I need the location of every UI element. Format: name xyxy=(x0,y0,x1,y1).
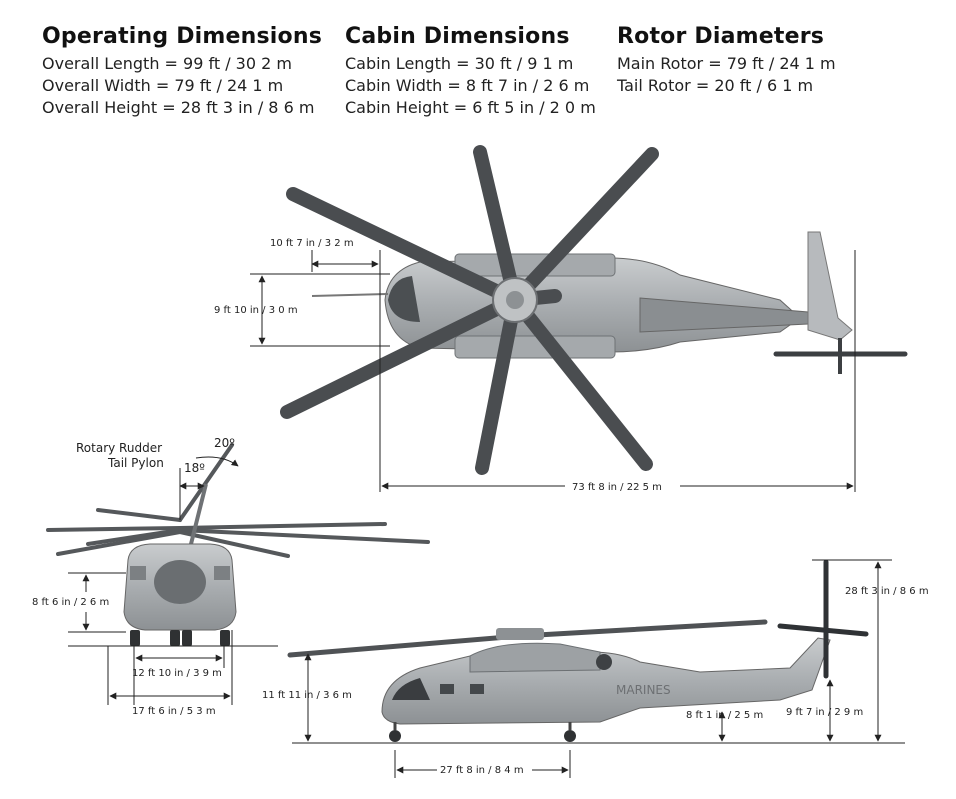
overall-length-text: Overall Length = 99 ft / 30 2 m xyxy=(42,54,292,73)
overall-width-text: Overall Width = 79 ft / 24 1 m xyxy=(42,76,284,95)
side-view-helicopter: MARINES xyxy=(287,559,905,744)
top-view-dimensions: 10 ft 7 in / 3 2 m 9 ft 10 in / 3 0 m 73… xyxy=(214,238,856,493)
side-view-dimensions: 28 ft 3 in / 8 6 m 11 ft 11 in / 3 6 m 8… xyxy=(262,559,929,778)
front-view-dimensions: Rotary Rudder Tail Pylon 20º 18º 8 ft 6 … xyxy=(32,436,239,717)
rotor-height-label: 11 ft 11 in / 3 6 m xyxy=(262,690,352,701)
overall-length-dim-label: 73 ft 8 in / 22 5 m xyxy=(572,482,662,493)
inner-track-label: 12 ft 10 in / 3 9 m xyxy=(132,668,222,679)
cabin-dimensions-title: Cabin Dimensions xyxy=(345,24,570,49)
tail-rotor-text: Tail Rotor = 20 ft / 6 1 m xyxy=(617,76,814,95)
angle-20-label: 20º xyxy=(214,436,235,450)
cabin-dimensions-block: Cabin Dimensions Cabin Length = 30 ft / … xyxy=(345,24,596,119)
rotor-diameters-block: Rotor Diameters Main Rotor = 79 ft / 24 … xyxy=(617,24,836,97)
tail-pylon-label: Tail Pylon xyxy=(107,456,164,470)
operating-dimensions-block: Operating Dimensions Overall Length = 99… xyxy=(42,24,322,119)
main-rotor-text: Main Rotor = 79 ft / 24 1 m xyxy=(617,54,836,73)
fin-height-label: 9 ft 7 in / 2 9 m xyxy=(786,707,863,718)
angle-18-label: 18º xyxy=(184,461,205,475)
rotor-diameters-title: Rotor Diameters xyxy=(617,24,825,49)
front-view-helicopter xyxy=(46,443,430,647)
outer-track-label: 17 ft 6 in / 5 3 m xyxy=(132,706,216,717)
tail-clearance-label: 8 ft 1 in / 2 5 m xyxy=(686,710,763,721)
top-view-helicopter xyxy=(280,145,908,475)
wheelbase-label: 27 ft 8 in / 8 4 m xyxy=(440,765,524,776)
cabin-width-text: Cabin Width = 8 ft 7 in / 2 6 m xyxy=(345,76,590,95)
fuselage-width-label: 9 ft 10 in / 3 0 m xyxy=(214,305,298,316)
rotary-rudder-label: Rotary Rudder xyxy=(76,441,162,455)
cabin-height-text: Cabin Height = 6 ft 5 in / 2 0 m xyxy=(345,98,596,117)
cabin-length-text: Cabin Length = 30 ft / 9 1 m xyxy=(345,54,574,73)
overall-height-text: Overall Height = 28 ft 3 in / 8 6 m xyxy=(42,98,315,117)
total-height-label: 28 ft 3 in / 8 6 m xyxy=(845,586,929,597)
operating-dimensions-title: Operating Dimensions xyxy=(42,24,323,49)
marines-marking: MARINES xyxy=(616,683,671,697)
nose-offset-label: 10 ft 7 in / 3 2 m xyxy=(270,238,354,249)
ground-clearance-label: 8 ft 6 in / 2 6 m xyxy=(32,597,109,608)
